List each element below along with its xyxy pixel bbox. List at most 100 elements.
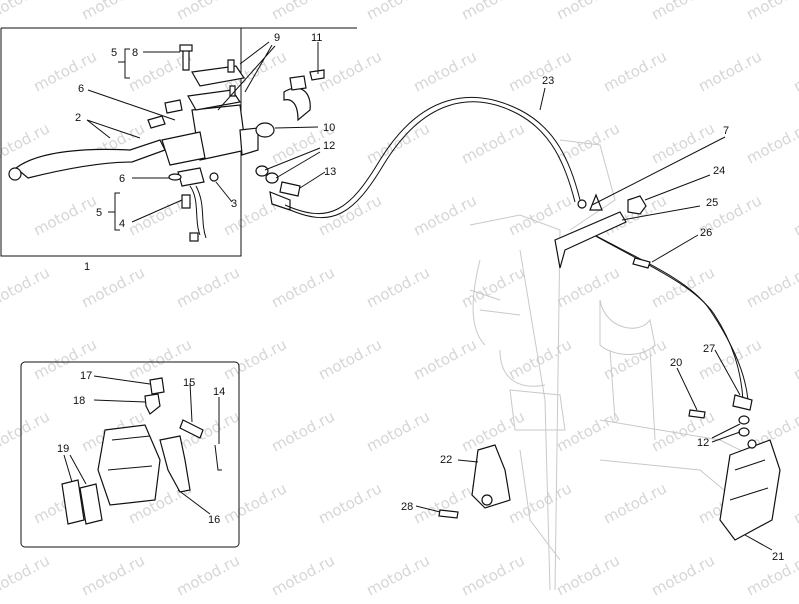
callout-14: 14 [213,386,225,398]
watermark-text: motod.ru [553,551,622,599]
callout-26: 26 [700,227,712,239]
callout-6: 6 [78,83,84,95]
watermark-text: motod.ru [268,263,337,311]
watermark-text: motod.ru [505,335,574,383]
callout-20: 20 [670,357,682,369]
callout-12-lower: 12 [697,437,709,449]
watermark-text: motod.ru [410,479,479,527]
watermark-text: motod.ru [220,335,289,383]
screw-26 [632,257,651,269]
watermark-text: motod.ru [268,551,337,599]
watermark-text: motod.ru [173,263,242,311]
watermark-text: motod.ru [30,191,99,239]
callout-22: 22 [440,454,452,466]
watermark-text: motod.ru [743,119,799,167]
watermark-text: motod.ru [173,407,242,455]
brake-hose-23 [284,97,749,401]
watermark-text: motod.ru [458,551,527,599]
watermark-text: motod.ru [78,0,147,24]
watermark-text: motod.ru [0,407,53,455]
watermark-text: motod.ru [268,407,337,455]
bleed-valve-18 [144,393,161,415]
screw-8 [179,44,193,71]
watermark-text: motod.ru [553,0,622,24]
caliper-body [97,424,161,506]
watermark-text: motod.ru [458,0,527,24]
callout-24: 24 [713,165,725,177]
lever-pivot-pin [147,99,183,129]
callout-17: 17 [80,370,92,382]
watermark-text: motod.ru [315,47,384,95]
callout-6-lower: 6 [119,173,125,185]
brake-switch-3 [177,167,219,242]
screws-9 [227,59,236,97]
watermark-text: motod.ru [790,335,799,383]
screw-28 [438,509,459,519]
watermark-text: motod.ru [743,263,799,311]
brake-pads-19 [61,479,103,525]
watermark-text: motod.ru [648,551,717,599]
callout-13: 13 [324,166,336,178]
pin-15 [179,419,204,439]
callout-10: 10 [323,122,335,134]
callout-3: 3 [231,198,237,210]
caliper-inset [20,361,240,548]
watermark-text: motod.ru [743,0,799,24]
watermark-text: motod.ru [315,479,384,527]
callout-12: 12 [323,140,335,152]
callout-19: 19 [57,443,69,455]
watermark-text: motod.ru [553,263,622,311]
callout-8: 8 [132,47,138,59]
callout-15: 15 [183,377,195,389]
clamp-11 [283,69,325,122]
callout-21: 21 [772,551,784,563]
grommet-24 [627,195,647,215]
screw-20 [688,409,706,419]
callout-4: 4 [119,218,125,230]
watermark-text: motod.ru [268,0,337,24]
watermark-text: motod.ru [553,407,622,455]
callout-11: 11 [311,32,322,44]
watermark-text: motod.ru [600,47,669,95]
callout-labels: 5 8 9 11 6 2 10 12 13 6 3 5 4 1 23 7 24 … [57,32,784,563]
callout-1: 1 [84,261,90,273]
watermark-text: motod.ru [363,263,432,311]
watermark-text: motod.ru [648,119,717,167]
watermark-text: motod.ru [648,0,717,24]
callout-2: 2 [75,112,81,124]
callout-23: 23 [542,75,554,87]
watermark-text: motod.ru [410,47,479,95]
watermark-text: motod.ru [363,407,432,455]
clip-14 [214,444,222,471]
callout-25: 25 [706,197,718,209]
watermark-text: motod.ru [0,551,53,599]
bracket-22 [471,444,511,509]
watermark-text: motod.ru [363,0,432,24]
watermark-text: motod.ru [173,551,242,599]
callout-16: 16 [208,514,220,526]
watermark-text: motod.ru [505,47,574,95]
callout-5: 5 [111,47,117,59]
master-cylinder [161,104,259,166]
watermark-text: motod.ru [363,551,432,599]
bleed-cap-17 [149,377,165,395]
callout-5-lower: 5 [96,207,102,219]
watermark-text: motod.ru [790,479,799,527]
leader-lines [63,41,773,551]
watermark-text: motod.ru [30,47,99,95]
boot-10 [255,122,275,138]
watermark-text: motod.ru [695,47,764,95]
caliper-21 [719,439,781,541]
watermark-text: motod.ru [410,191,479,239]
callout-7: 7 [723,125,729,137]
callout-9: 9 [274,32,280,44]
watermark-text: motod.ru [410,335,479,383]
watermark-text: motod.ru [790,191,799,239]
watermark-text: motod.ru [0,0,53,24]
watermark-text: motod.ru [458,119,527,167]
watermark-text: motod.ru [458,263,527,311]
watermark-text: motod.ru [600,479,669,527]
